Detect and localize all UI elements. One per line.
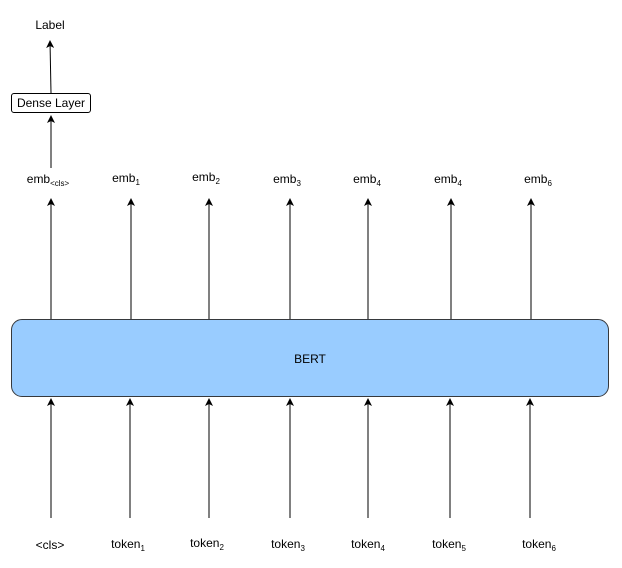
emb-label-2: emb2	[192, 170, 220, 186]
emb-label-5: emb4	[434, 172, 462, 188]
dense-layer-box: Dense Layer	[11, 93, 91, 113]
token-label-cls: <cls>	[35, 538, 65, 552]
arrow-dense-to-label	[46, 40, 55, 94]
emb-label-1: emb1	[112, 171, 140, 187]
token-label-3: token3	[271, 537, 305, 553]
bert-label: BERT	[294, 352, 326, 366]
token-label-4: token4	[351, 537, 385, 553]
emb-label-cls: emb<cls>	[26, 172, 70, 188]
token-label-2: token2	[190, 536, 224, 552]
emb-label-4: emb4	[353, 172, 381, 188]
bert-block: BERT	[11, 319, 609, 397]
emb-label-3: emb3	[273, 172, 301, 188]
output-label: Label	[35, 18, 65, 32]
token-label-5: token5	[432, 537, 466, 553]
token-label-6: token6	[522, 537, 556, 553]
token-label-1: token1	[111, 537, 145, 553]
emb-label-6: emb6	[524, 172, 552, 188]
